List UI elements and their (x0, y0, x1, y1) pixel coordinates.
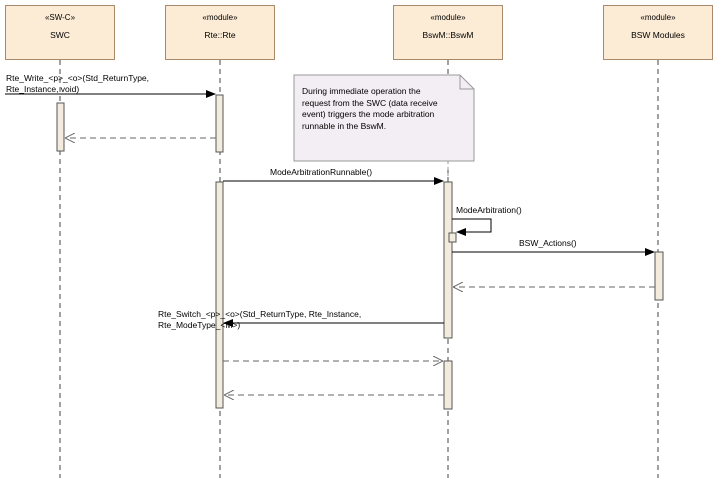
lifeline-header-bswm: «module» BswM::BswM (393, 5, 503, 60)
activation-bsw-modules (654, 251, 664, 301)
lifeline-name: SWC (50, 30, 70, 40)
activation-bswm-self (448, 232, 457, 243)
note-text: During immediate operation the request f… (302, 86, 438, 131)
lifeline-header-bsw-modules: «module» BSW Modules (603, 5, 713, 60)
message-label-rte-switch: Rte_Switch_<p>_<o>(Std_ReturnType, Rte_I… (158, 309, 362, 330)
activation-rte-2 (215, 181, 224, 409)
activation-bswm-1 (443, 181, 453, 339)
lifeline-stereotype: «module» (640, 13, 676, 22)
message-label-rte-write: Rte_Write_<p>_<o>(Std_ReturnType, Rte_In… (6, 73, 150, 94)
lifeline-header-swc: «SW-C» SWC (5, 5, 115, 60)
note-box (293, 74, 475, 162)
message-label-mode-arbitration: ModeArbitration() (456, 205, 522, 215)
lifeline-stereotype: «module» (430, 13, 466, 22)
activation-rte-1 (215, 94, 224, 153)
lifeline-name: BSW Modules (631, 30, 685, 40)
message-mode-arbitration-self (452, 218, 492, 236)
lifeline-stereotype: «SW-C» (44, 13, 76, 22)
lifeline-name: Rte::Rte (204, 30, 236, 40)
message-label-bsw-actions: BSW_Actions() (519, 238, 577, 248)
lifeline-header-rte: «module» Rte::Rte (165, 5, 275, 60)
lifeline-stereotype: «module» (202, 13, 238, 22)
message-label-mode-arbitration-runnable: ModeArbitrationRunnable() (270, 167, 373, 177)
activation-bswm-2 (443, 360, 453, 410)
note-fold (459, 75, 474, 90)
lifeline-name: BswM::BswM (422, 30, 474, 40)
activation-swc (56, 102, 65, 152)
